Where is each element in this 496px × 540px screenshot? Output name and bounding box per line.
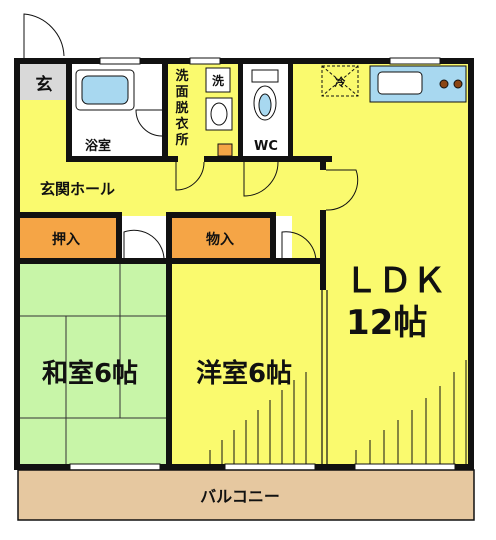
ldk-label-2: 12帖 xyxy=(346,303,427,343)
bath-label: 浴室 xyxy=(85,138,111,154)
door-swings xyxy=(23,13,359,263)
sunlight-rays-youshitsu xyxy=(209,372,307,464)
hall-floor-main xyxy=(18,160,324,216)
hall-floor-upper xyxy=(18,100,73,162)
youshitsu-floor xyxy=(172,260,322,467)
tatami-lines xyxy=(20,262,166,467)
washroom-step xyxy=(217,143,233,157)
bathtub xyxy=(75,69,135,111)
floor-fills xyxy=(18,62,474,520)
hall-label: 玄関ホール xyxy=(40,180,115,198)
washitsu-label: 和室6帖 xyxy=(42,358,138,389)
sunlight-rays-ldk xyxy=(355,360,467,464)
genkan-label: 玄 xyxy=(36,74,53,95)
washroom-label-2: 面 xyxy=(175,85,188,100)
washroom-label-1: 洗 xyxy=(175,68,188,84)
storage-floor xyxy=(172,216,272,260)
sliding-door xyxy=(321,290,328,464)
washitsu-floor xyxy=(20,262,166,467)
washbasin xyxy=(205,97,233,131)
washroom-label-3: 脱 xyxy=(175,100,188,116)
kitchen-counter xyxy=(369,65,467,103)
fridge-label: 冷 xyxy=(335,75,346,89)
balcony-outline xyxy=(17,469,475,521)
toilet xyxy=(251,69,279,121)
washroom-label-4: 衣 xyxy=(175,116,188,132)
fridge-space xyxy=(321,65,359,97)
oshiire-floor xyxy=(20,216,120,260)
washer-box xyxy=(205,67,231,93)
balcony-label: バルコニー xyxy=(200,487,280,506)
washer-label: 洗 xyxy=(212,73,224,88)
storage-label: 物入 xyxy=(206,231,234,248)
wc-label: WC xyxy=(254,139,278,154)
youshitsu-label: 洋室6帖 xyxy=(196,358,292,389)
balcony-floor xyxy=(18,470,474,520)
oshiire-label: 押入 xyxy=(52,231,80,248)
washroom-label-5: 所 xyxy=(175,132,188,148)
ldk-label-1: ＬＤＫ xyxy=(344,261,446,301)
